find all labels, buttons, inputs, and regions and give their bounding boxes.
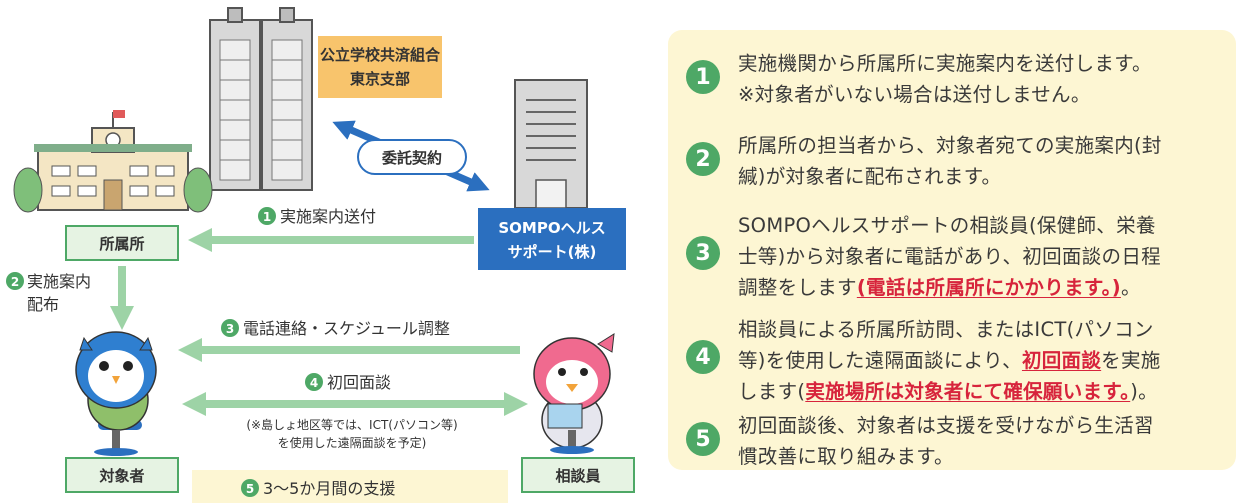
step-text-line: 実施機関から所属所に実施案内を送付します。 bbox=[738, 48, 1220, 79]
arrow1-label: 実施案内送付 bbox=[280, 207, 376, 226]
step-text-segment: します( bbox=[738, 380, 806, 403]
svg-text:5: 5 bbox=[246, 482, 254, 496]
flow-diagram: 公立学校共済組合 東京支部 SOMPOヘルス サポート(株) 委託契約 bbox=[6, 7, 635, 503]
note-line2: を使用した遠隔面談を予定) bbox=[278, 435, 427, 450]
step-text-line: SOMPOヘルスサポートの相談員(保健師、栄養 bbox=[738, 210, 1220, 241]
step-text-line: 等)を使用した遠隔面談により、初回面談を実施 bbox=[738, 345, 1220, 376]
step-number: 2 bbox=[686, 142, 720, 176]
step-text-line: 調整をします(電話は所属所にかかります。)。 bbox=[738, 272, 1220, 303]
arrow2-label-line1: 実施案内 bbox=[27, 272, 91, 291]
step-number: 4 bbox=[686, 340, 720, 374]
kyosai-label-line1: 公立学校共済組合 bbox=[320, 46, 441, 64]
step-number: 5 bbox=[686, 422, 720, 456]
step-text-segment: を実施 bbox=[1101, 349, 1161, 372]
step-text-segment: SOMPOヘルスサポートの相談員(保健師、栄養 bbox=[738, 214, 1156, 237]
emphasis-text: 初回面談 bbox=[1021, 349, 1102, 372]
sodan-label-box: 相談員 bbox=[521, 457, 635, 493]
office-building-icon bbox=[514, 79, 588, 209]
taisho-label-box: 対象者 bbox=[65, 457, 179, 493]
note-line1: (※島しょ地区等では、ICT(パソコン等) bbox=[246, 417, 457, 432]
arrow3-label: 電話連絡・スケジュール調整 bbox=[243, 319, 450, 338]
step-text-line: 慣改善に取り組みます。 bbox=[738, 441, 1220, 472]
step-text-segment: 初回面談後、対象者は支援を受けながら生活習 bbox=[738, 414, 1154, 437]
step5-badge bbox=[241, 479, 259, 497]
step-text-line: 相談員による所属所訪問、またはICT(パソコン bbox=[738, 314, 1220, 345]
step-text: SOMPOヘルスサポートの相談員(保健師、栄養士等)から対象者に電話があり、初回… bbox=[738, 210, 1220, 303]
emphasis-text: (電話は所属所にかかります。) bbox=[856, 276, 1121, 299]
sodan-label: 相談員 bbox=[555, 467, 600, 485]
support-label: 3〜5か月間の支援 bbox=[263, 479, 395, 498]
step-text-segment: 実施機関から所属所に実施案内を送付します。 bbox=[738, 52, 1152, 75]
step-text-segment: 所属所の担当者から、対象者宛ての実施案内(封 bbox=[738, 134, 1162, 157]
step-text-segment: 調整をします bbox=[738, 276, 857, 299]
school-building-icon bbox=[13, 110, 213, 213]
svg-text:1: 1 bbox=[263, 210, 271, 224]
step-text-line: 所属所の担当者から、対象者宛ての実施案内(封 bbox=[738, 130, 1220, 161]
step-text-segment: 緘)が対象者に配布されます。 bbox=[738, 165, 1002, 188]
svg-text:2: 2 bbox=[11, 275, 19, 289]
sompo-label-line2: サポート(株) bbox=[508, 243, 597, 261]
owl-character-icon bbox=[75, 331, 157, 456]
step1-badge bbox=[258, 207, 276, 225]
step-text-line: します(実施場所は対象者にて確保願います。)。 bbox=[738, 376, 1220, 407]
step-text: 所属所の担当者から、対象者宛ての実施案内(封緘)が対象者に配布されます。 bbox=[738, 130, 1220, 192]
shozoku-label-box: 所属所 bbox=[65, 225, 179, 261]
step-text-line: 士等)から対象者に電話があり、初回面談の日程 bbox=[738, 241, 1220, 272]
step-text-line: ※対象者がいない場合は送付しません。 bbox=[738, 79, 1220, 110]
step-text-segment: 等)を使用した遠隔面談により、 bbox=[738, 349, 1022, 372]
step-text-segment: 。 bbox=[1120, 276, 1141, 299]
step-text-segment: ※対象者がいない場合は送付しません。 bbox=[738, 83, 1091, 106]
contract-label: 委託契約 bbox=[382, 149, 442, 167]
government-building-icon bbox=[209, 7, 313, 191]
step4-badge bbox=[305, 373, 323, 391]
steps-panel: 1 実施機関から所属所に実施案内を送付します。 ※対象者がいない場合は送付しません… bbox=[668, 30, 1236, 470]
step2-badge bbox=[6, 272, 24, 290]
step-text: 相談員による所属所訪問、またはICT(パソコン等)を使用した遠隔面談により、初回… bbox=[738, 314, 1220, 407]
kyosai-label-box: 公立学校共済組合 東京支部 bbox=[318, 36, 442, 98]
svg-text:4: 4 bbox=[310, 376, 318, 390]
emphasis-text: 実施場所は対象者にて確保願います。 bbox=[805, 380, 1131, 403]
step-text-line: 初回面談後、対象者は支援を受けながら生活習 bbox=[738, 410, 1220, 441]
step-text-line: 緘)が対象者に配布されます。 bbox=[738, 161, 1220, 192]
arrow4-label: 初回面談 bbox=[327, 373, 391, 392]
taisho-label: 対象者 bbox=[98, 467, 144, 485]
support-period-box: 5 3〜5か月間の支援 bbox=[192, 470, 508, 503]
step-number: 3 bbox=[686, 236, 720, 270]
shozoku-label: 所属所 bbox=[99, 235, 144, 253]
sompo-label-line1: SOMPOヘルス bbox=[498, 219, 605, 237]
step-text: 初回面談後、対象者は支援を受けながら生活習慣改善に取り組みます。 bbox=[738, 410, 1220, 472]
step-number: 1 bbox=[686, 60, 720, 94]
step3-badge bbox=[221, 319, 239, 337]
step-text-segment: )。 bbox=[1130, 380, 1158, 403]
sompo-label-box: SOMPOヘルス サポート(株) bbox=[478, 208, 626, 270]
counselor-character-icon bbox=[533, 333, 615, 454]
step-text-segment: 士等)から対象者に電話があり、初回面談の日程 bbox=[738, 245, 1161, 268]
svg-text:3: 3 bbox=[226, 322, 234, 336]
contract-label-box: 委託契約 bbox=[357, 139, 467, 175]
step-text-segment: 慣改善に取り組みます。 bbox=[738, 445, 954, 468]
step-text-segment: 相談員による所属所訪問、またはICT(パソコン bbox=[738, 318, 1154, 341]
arrow2-label-line2: 配布 bbox=[27, 295, 59, 314]
kyosai-label-line2: 東京支部 bbox=[350, 70, 410, 88]
step-text: 実施機関から所属所に実施案内を送付します。 ※対象者がいない場合は送付しません。 bbox=[738, 48, 1220, 110]
